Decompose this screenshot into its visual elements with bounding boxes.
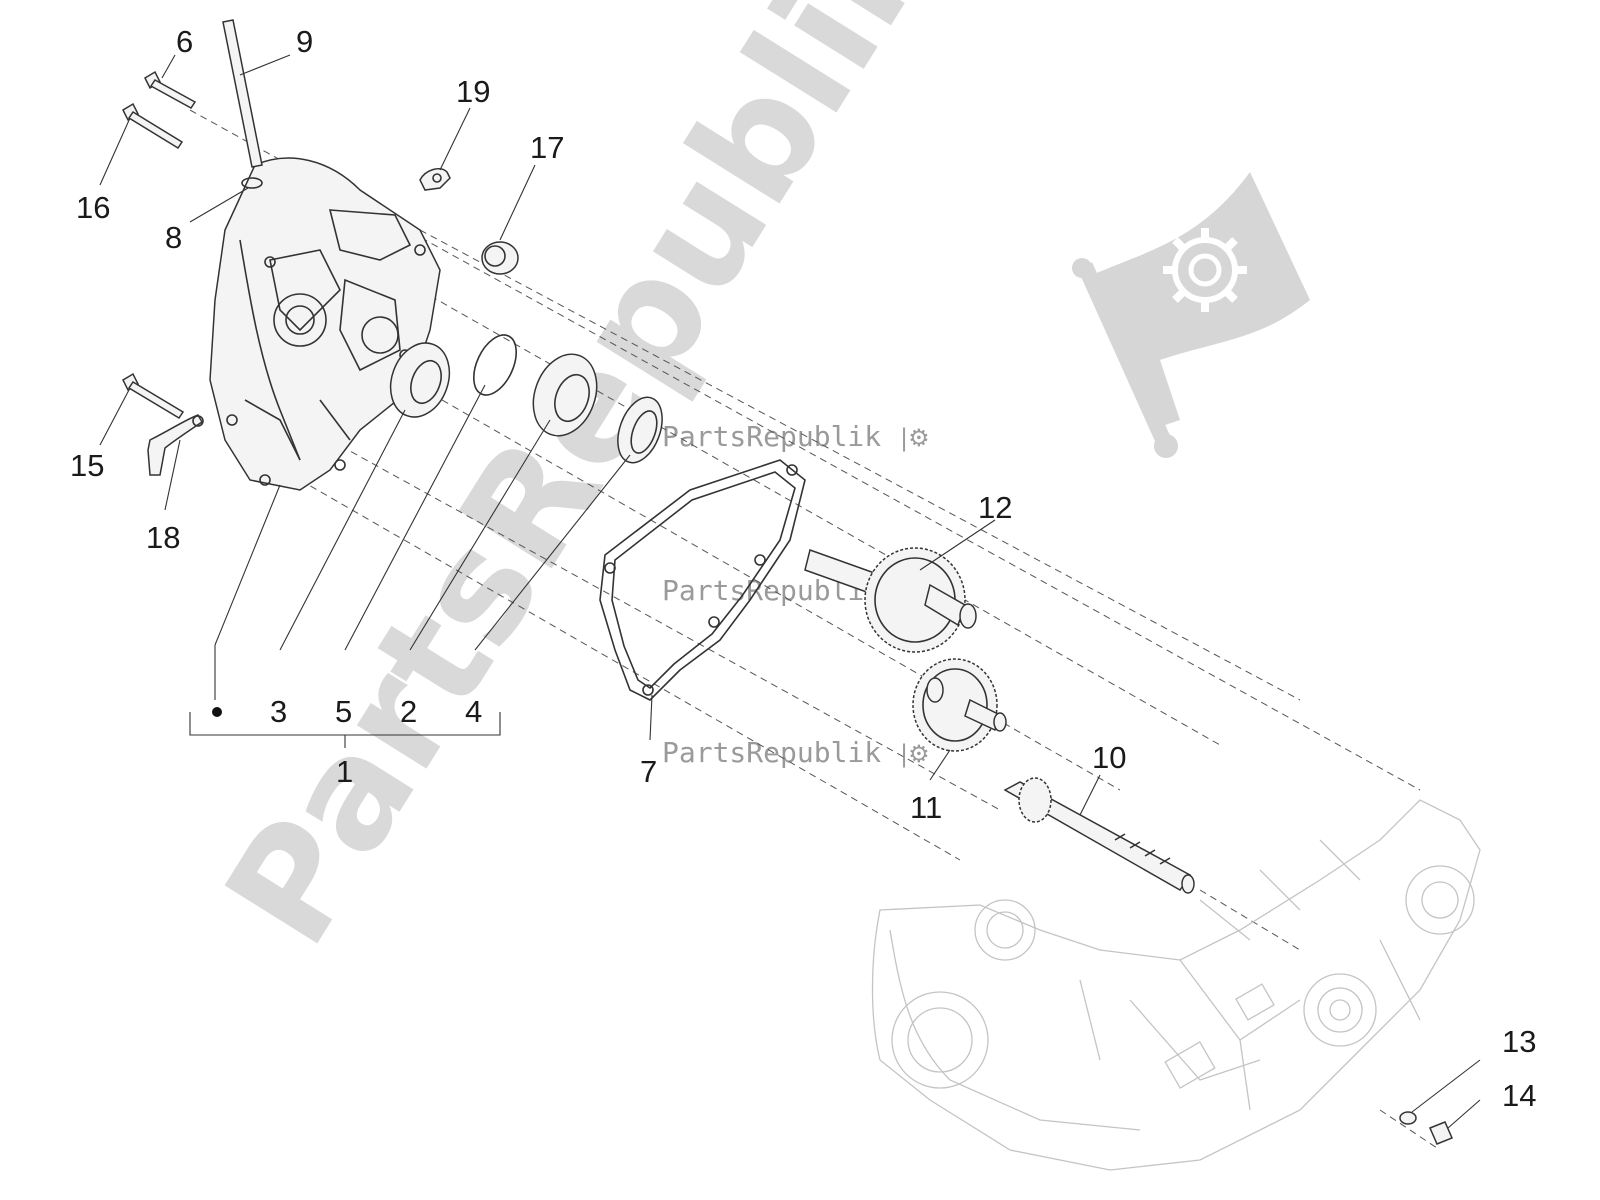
watermark-small-1: PartsRepublik |⚙ bbox=[662, 420, 930, 453]
crankcase-ghost bbox=[871, 799, 1481, 1171]
transmission-cover bbox=[209, 157, 441, 491]
callout-2: 2 bbox=[400, 694, 417, 729]
watermark-gear-icon bbox=[1163, 228, 1247, 312]
svg-text:|⚙: |⚙ bbox=[900, 740, 930, 768]
svg-text:PartsRepublik: PartsRepublik bbox=[662, 420, 881, 453]
part-2-bearing bbox=[532, 353, 598, 437]
svg-text:|⚙: |⚙ bbox=[900, 424, 930, 452]
callout-7: 7 bbox=[640, 754, 657, 789]
callout-14: 14 bbox=[1502, 1078, 1536, 1113]
part-16-bolt bbox=[122, 102, 184, 150]
callout-8: 8 bbox=[165, 220, 182, 255]
callout-10: 10 bbox=[1092, 740, 1126, 775]
callout-5: 5 bbox=[335, 694, 352, 729]
part-17-cap bbox=[481, 241, 519, 275]
watermark-text: PartsRepublik bbox=[193, 0, 969, 974]
assembly-marker-dot bbox=[212, 707, 222, 717]
part-18-bracket bbox=[147, 414, 204, 476]
part-5-circlip bbox=[473, 334, 517, 396]
callout-1: 1 bbox=[336, 754, 353, 789]
part-4-oil-seal bbox=[617, 396, 663, 464]
callout-4: 4 bbox=[465, 694, 482, 729]
part-15-bolt bbox=[122, 372, 185, 420]
part-9-pin bbox=[222, 19, 263, 168]
callout-16: 16 bbox=[76, 190, 110, 225]
leader-lines bbox=[99, 54, 1481, 1129]
part-11-gear bbox=[912, 658, 1007, 752]
callout-11: 11 bbox=[910, 790, 942, 825]
callout-19: 19 bbox=[456, 74, 490, 109]
callout-15: 15 bbox=[70, 448, 104, 483]
callout-6: 6 bbox=[176, 24, 193, 59]
part-8-clip bbox=[241, 177, 263, 189]
watermark-small-3: PartsRepublik |⚙ bbox=[662, 736, 930, 769]
callout-9: 9 bbox=[296, 24, 313, 59]
svg-text:PartsRepublik: PartsRepublik bbox=[662, 736, 881, 769]
part-3-bearing bbox=[389, 342, 451, 418]
part-13-washer bbox=[1399, 1111, 1417, 1125]
part-6-bolt bbox=[144, 70, 197, 109]
callout-13: 13 bbox=[1502, 1024, 1536, 1059]
watermark: PartsRepublik PartsRepublik |⚙ Part bbox=[193, 0, 1310, 974]
part-7-gasket bbox=[599, 459, 806, 701]
part-10-drive-shaft bbox=[1003, 777, 1195, 894]
part-14-plug bbox=[1429, 1121, 1453, 1145]
part-12-gear-shaft bbox=[804, 547, 977, 653]
part-19-clip bbox=[419, 168, 451, 191]
callout-12: 12 bbox=[978, 490, 1012, 525]
callout-18: 18 bbox=[146, 520, 180, 555]
callout-labels: 6 9 19 17 16 8 15 18 12 3 5 2 4 1 7 10 1… bbox=[70, 24, 1536, 1113]
callout-3: 3 bbox=[270, 694, 287, 729]
watermark-flag-logo bbox=[1072, 172, 1310, 458]
callout-17: 17 bbox=[530, 130, 564, 165]
